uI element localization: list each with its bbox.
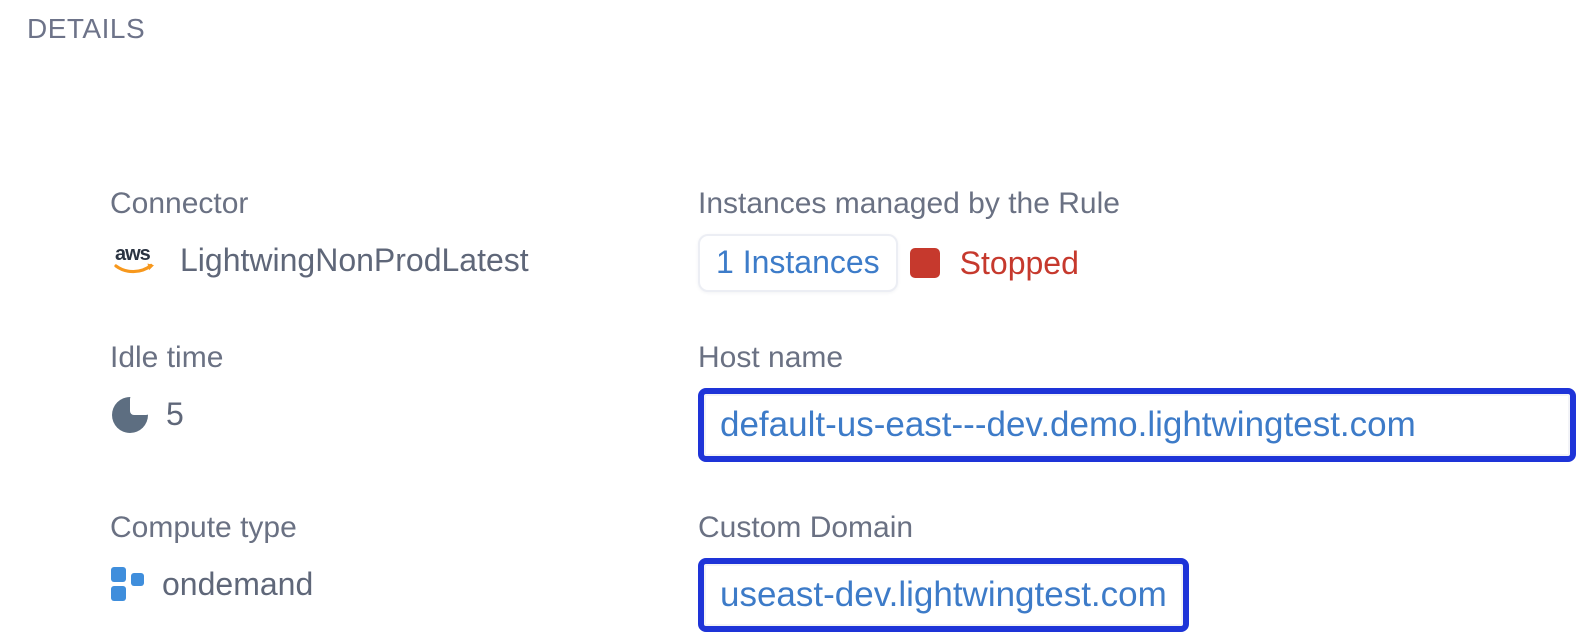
field-idle-time: Idle time 5 [110,340,698,440]
instances-label: Instances managed by the Rule [698,187,1120,220]
compute-type-label: Compute type [110,511,297,544]
idle-time-clock-icon [110,393,152,435]
instances-count-link[interactable]: 1 Instances [698,234,898,292]
host-name-label: Host name [698,341,844,374]
idle-time-value: 5 [166,396,184,432]
field-host-name: Host name default-us-east---dev.demo.lig… [698,340,1576,462]
stopped-status-square-icon [909,248,940,278]
connector-value: LightwingNonProdLatest [180,242,529,278]
section-title: DETAILS [27,13,146,44]
host-name-value-box[interactable]: default-us-east---dev.demo.lightwingtest… [698,388,1576,462]
custom-domain-value-box[interactable]: useast-dev.lightwingtest.com [698,558,1189,632]
idle-time-label: Idle time [110,341,224,374]
compute-type-squares-icon [110,564,148,604]
custom-domain-label: Custom Domain [698,511,914,544]
connector-label: Connector [110,187,249,220]
svg-text:aws: aws [115,243,151,265]
details-grid: Connector aws LightwingNonProdLatest Ins… [110,186,1576,632]
field-compute-type: Compute type ondemand [110,510,698,610]
field-connector: Connector aws LightwingNonProdLatest [110,186,698,286]
field-custom-domain: Custom Domain useast-dev.lightwingtest.c… [698,510,1576,632]
compute-type-value: ondemand [162,566,314,602]
aws-logo-icon: aws [110,239,166,281]
field-instances: Instances managed by the Rule 1 Instance… [698,186,1576,292]
instance-status-text: Stopped [959,245,1079,281]
